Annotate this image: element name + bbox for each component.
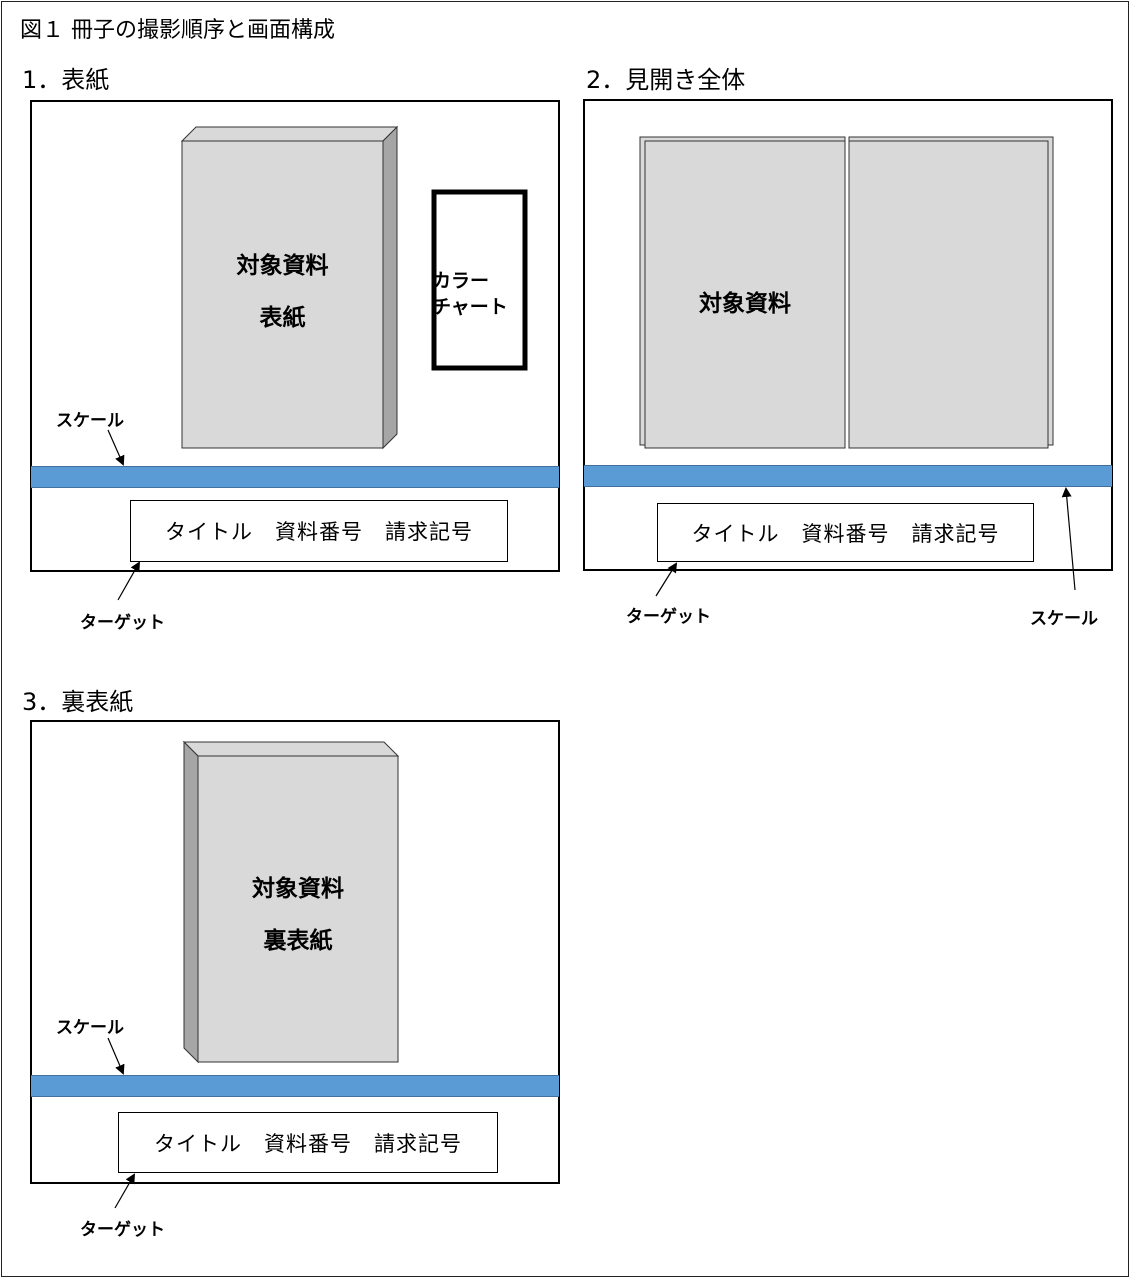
figure-title: 図１ 冊子の撮影順序と画面構成 (20, 18, 335, 43)
section-3-target-box: タイトル 資料番号 請求記号 (118, 1112, 498, 1173)
section-1-scale-label: スケール (56, 411, 124, 431)
section-3-scale-bar (31, 1075, 559, 1097)
section-1-scale-bar (31, 466, 559, 488)
section-1-document-line1: 対象資料 (236, 253, 329, 279)
section-2-scale-arrow (1061, 487, 1076, 591)
section-1-color-chart-line1: カラー (432, 270, 490, 292)
section-3-target-arrow (114, 1173, 135, 1209)
section-2-document-spread (639, 136, 1054, 449)
section-1-target-arrow (117, 561, 140, 601)
section-1-target-label: ターゲット (80, 613, 165, 633)
section-3-title: 3．裏表紙 (22, 688, 134, 716)
section-2-scale-bar (584, 465, 1112, 487)
section-3-target-label: ターゲット (80, 1220, 165, 1240)
section-3-document-label: 対象資料 裏表紙 (198, 863, 398, 967)
section-1-color-chart (431, 189, 528, 371)
section-1-document-line2: 表紙 (259, 305, 306, 331)
section-1-target-box: タイトル 資料番号 請求記号 (130, 500, 508, 562)
section-1-document (180, 125, 399, 450)
section-1-color-chart-label: カラー チャート (432, 268, 527, 320)
section-3-scale-label: スケール (56, 1018, 124, 1038)
section-3-document-line1: 対象資料 (252, 876, 344, 902)
section-3-document (182, 740, 400, 1064)
section-2-document-label: 対象資料 (699, 291, 791, 317)
section-2-target-label: ターゲット (626, 607, 711, 627)
section-2-scale-label: スケール (1030, 609, 1098, 629)
section-1-color-chart-line2: チャート (432, 296, 508, 318)
section-1-document-label: 対象資料 表紙 (182, 240, 383, 344)
section-1-scale-arrow (107, 429, 125, 466)
section-2-target-box: タイトル 資料番号 請求記号 (657, 503, 1034, 562)
section-3-document-line2: 裏表紙 (263, 928, 333, 954)
section-1-title: 1．表紙 (22, 66, 110, 94)
section-3-scale-arrow (107, 1037, 125, 1075)
section-2-target-arrow (655, 562, 678, 597)
section-2-title: 2．見開き全体 (586, 66, 746, 94)
